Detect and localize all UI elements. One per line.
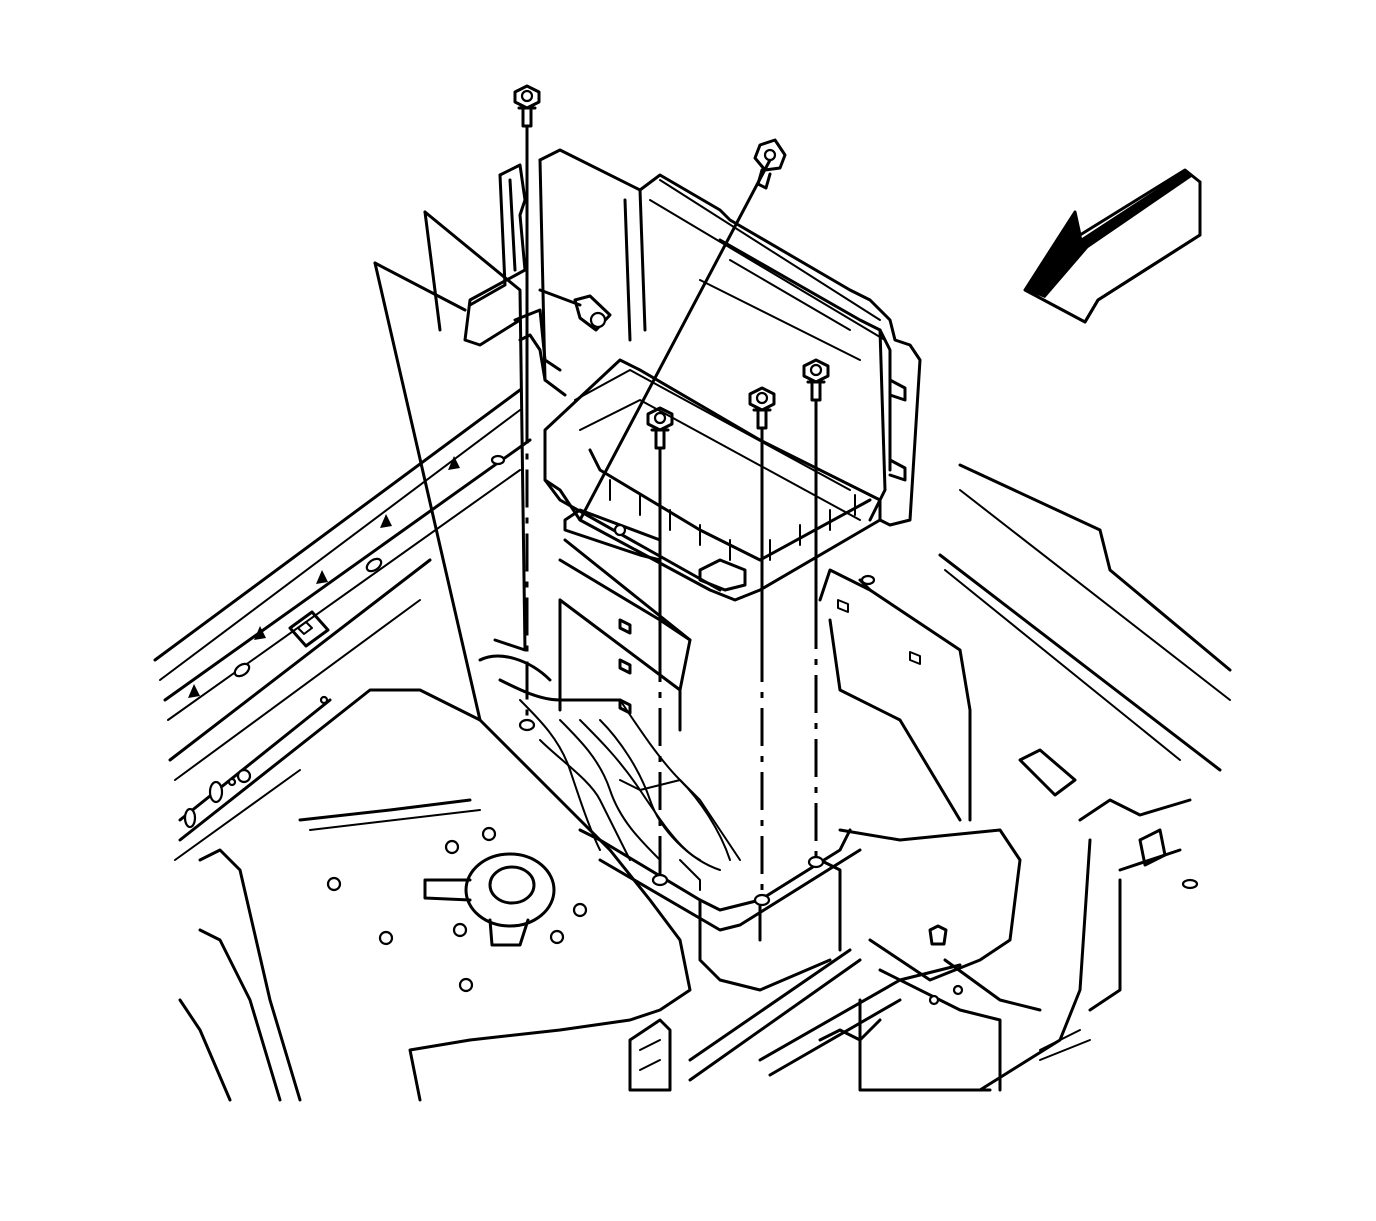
bolt-shank xyxy=(650,428,670,450)
horizontal-bolt xyxy=(538,288,612,332)
bolt-hole xyxy=(518,718,536,732)
bolt-shank xyxy=(517,106,537,128)
bolt-head-center xyxy=(653,411,667,425)
bolt-head-center xyxy=(809,363,823,377)
bolt-shank xyxy=(806,380,826,402)
vertical-bolt xyxy=(646,406,674,887)
bolt-shank xyxy=(752,408,772,430)
vertical-bolt xyxy=(802,358,830,869)
wiring-harness xyxy=(478,654,731,871)
bolt-head xyxy=(646,406,674,432)
strut-tower xyxy=(178,688,692,1102)
diagonal-bolt xyxy=(578,138,787,522)
assembly-guide-lines xyxy=(373,210,692,722)
bolt-head xyxy=(513,84,541,110)
fender-apron-right xyxy=(938,463,1232,1092)
bolt-head xyxy=(802,358,830,384)
battery-tray xyxy=(463,148,922,992)
vertical-bolt xyxy=(513,84,541,732)
inner-fender-panel xyxy=(628,568,1091,1092)
bolt-head xyxy=(748,386,776,412)
front-direction-arrow-icon xyxy=(1023,168,1202,324)
bolt-head-center xyxy=(755,391,769,405)
bolt-hole xyxy=(753,893,771,907)
bolt-hole xyxy=(651,873,669,887)
fasteners xyxy=(513,84,830,907)
vertical-bolt xyxy=(748,386,776,907)
bolt-head-center xyxy=(520,89,534,103)
bolt-hole xyxy=(807,855,825,869)
left-frame-rail xyxy=(153,388,532,861)
